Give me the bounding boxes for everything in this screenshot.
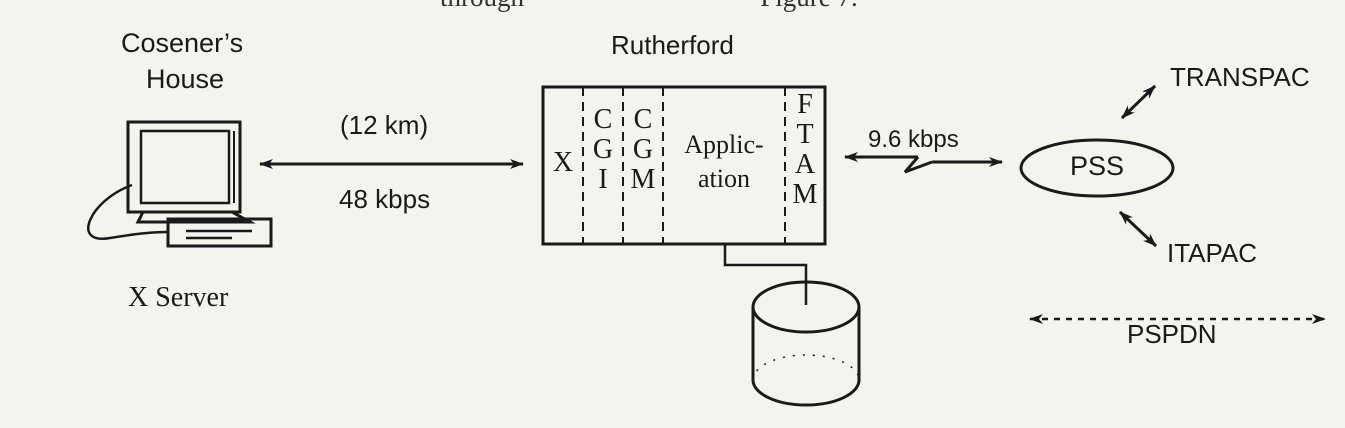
stack-layer-application: Applic- ation bbox=[684, 130, 764, 193]
stack-layer-cgi: C G I bbox=[592, 104, 614, 195]
monitor-frame bbox=[126, 120, 242, 214]
wan-link-arrow bbox=[844, 152, 1003, 174]
transpac-arrow bbox=[1120, 84, 1157, 120]
client-label: X Server bbox=[128, 282, 229, 313]
stack-layer-cgm: C G M bbox=[630, 104, 656, 195]
itapac-arrow bbox=[1118, 210, 1158, 248]
client-location-line2: House bbox=[146, 64, 225, 94]
computer-icon bbox=[87, 120, 273, 248]
keyboard-cable bbox=[87, 183, 169, 240]
local-link-speed: 48 kbps bbox=[339, 184, 431, 214]
client-location-line1: Cosener’s bbox=[121, 28, 244, 58]
transpac-label: TRANSPAC bbox=[1170, 62, 1310, 92]
software-stack-box bbox=[541, 85, 827, 246]
server-title: Rutherford bbox=[611, 30, 734, 60]
monitor-screen bbox=[139, 129, 231, 205]
pss-label: PSS bbox=[1070, 151, 1125, 181]
pss-node bbox=[1019, 138, 1175, 198]
local-link-distance: (12 km) bbox=[340, 110, 429, 140]
itapac-label: ITAPAC bbox=[1167, 238, 1258, 268]
wan-link-speed: 9.6 kbps bbox=[868, 126, 959, 153]
stack-layer-x: X bbox=[552, 147, 574, 178]
database-link bbox=[723, 244, 808, 305]
header-fragment: through Figure 7. bbox=[440, 0, 858, 11]
pspdn-label: PSPDN bbox=[1127, 319, 1217, 349]
stack-layer-ftam: F T A M bbox=[792, 89, 818, 210]
database-icon bbox=[751, 280, 861, 407]
monitor-base bbox=[135, 210, 256, 224]
